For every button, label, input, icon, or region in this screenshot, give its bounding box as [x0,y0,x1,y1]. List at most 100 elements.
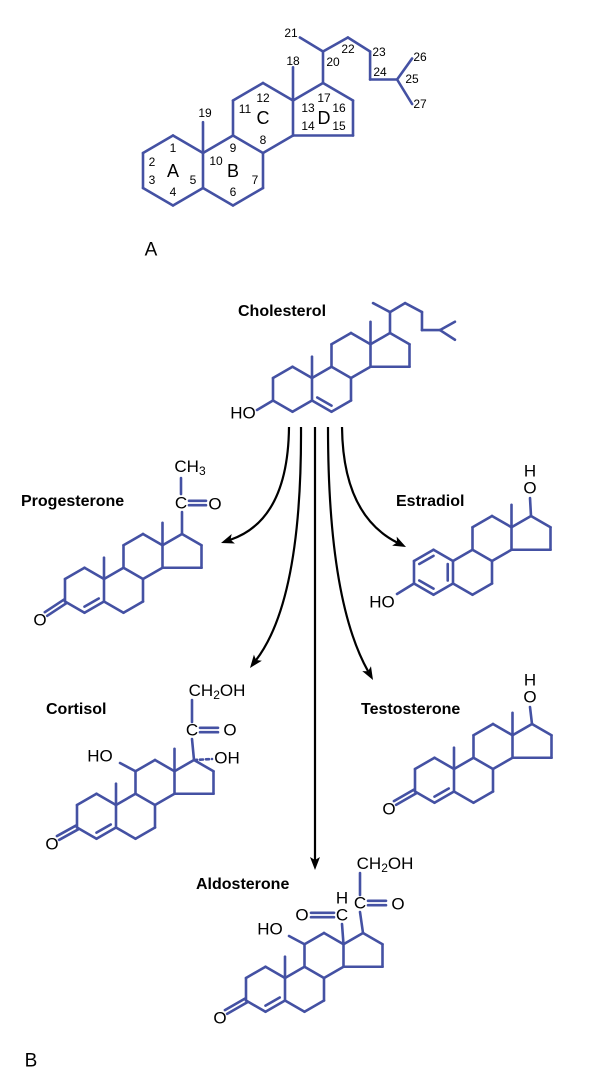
carbon-number: 9 [230,141,237,155]
hydroxyl-bond [287,934,306,946]
ring-bond [244,999,267,1014]
ring-label-d: D [318,108,331,128]
panel-label-b: B [25,1051,38,1072]
carbon-number: 7 [252,173,259,187]
panel-label-a: A [145,240,158,261]
ring-bond [291,81,325,102]
aldosterone-11-hydroxyl: HO [257,920,283,939]
aldosterone-ch2oh: CH2OH [357,854,414,876]
estradiol-h: H [524,462,536,481]
arrow-to-testosterone [326,426,370,672]
ring-bond [291,399,314,414]
ring-bond [349,331,372,346]
ring-bond [303,999,326,1014]
carbon-number: 16 [332,101,346,115]
ring-bond [141,186,175,207]
keto-bond [43,598,66,614]
hydroxyl-bond [528,705,534,726]
side-chain-bond [438,328,457,342]
ring-bond [141,134,175,155]
ring-bond [261,134,295,155]
ring-bond [75,792,98,807]
alpha-hydroxyl-bond [192,757,214,762]
ring-bond [369,331,392,346]
aldosterone-carbonyl-o: O [391,895,404,914]
side-chain-bond [395,57,414,81]
progesterone-name: Progesterone [21,493,124,510]
carbon-number: 24 [373,65,387,79]
side-chain-bond [321,36,350,53]
testosterone-h: H [524,671,536,690]
aldosterone-aldehyde-c: C [336,906,348,925]
ring-bond [491,756,514,771]
ring-bond [171,134,205,155]
arrows-layer [221,426,406,870]
carbon-number: 18 [286,54,300,68]
cortisol-keto-o: O [45,835,58,854]
ring-bond [134,792,157,807]
ring-bond [303,931,326,946]
ring-bond [472,756,495,771]
ring-bond [271,365,294,380]
carbon-number: 1 [170,141,177,155]
progesterone-methyl: CH3 [174,457,206,479]
ring-bond [451,548,474,563]
keto-bond [392,788,416,803]
ring-bond [231,186,265,207]
ring-bond [472,722,495,737]
ring-bond [231,134,265,155]
double-bond-inner [433,787,451,798]
ring-bond [452,756,475,771]
carbon-number: 22 [341,42,355,56]
carbonyl-bond [190,737,196,762]
ring-bond [264,999,287,1014]
ring-bond [63,566,86,581]
ring-bond [102,600,125,615]
ring-bond [114,792,137,807]
progesterone-carbonyl-c: C [175,494,187,513]
ring-bond [141,532,164,547]
ring-bond [201,134,235,155]
cholesterol-hydroxyl: HO [230,404,256,423]
side-chain-bond [388,301,407,314]
carbon-number: 14 [301,119,315,133]
panel-a-labels: 1 2 3 4 5 6 7 8 9 10 11 12 13 14 15 16 1… [145,26,427,261]
cholesterol-name: Cholesterol [238,303,326,320]
ring-bond [361,931,384,946]
arrow-to-progesterone [230,426,291,541]
carbon-number: 23 [372,45,386,59]
progesterone-carbonyl-o: O [208,495,221,514]
carbon-number: 8 [260,133,267,147]
double-bond-inner [264,996,282,1007]
hydroxyl-bond [118,761,137,773]
ring-label-b: B [227,161,239,181]
ring-bond [102,566,125,581]
ring-bond [322,931,345,946]
ring-bond [310,365,333,380]
ring-bond [510,514,533,529]
carbon-number: 15 [332,119,346,133]
hydroxyl-bond [528,496,533,518]
ring-bond [491,722,514,737]
carbon-number: 19 [198,106,212,120]
ring-bond [432,582,455,597]
ring-bond [452,790,475,805]
aldosterone-keto-o: O [213,1009,226,1028]
ring-bond [342,931,365,946]
panel-b-labels: B Cholesterol HO Progesterone CH3 C O O … [21,303,537,1072]
ring-bond [490,514,513,529]
arrow-to-estradiol [340,426,398,544]
ring-bond [244,965,267,980]
ring-bond [529,514,552,529]
ring-bond [490,548,513,563]
ring-bond [413,756,436,771]
hydroxyl-bond [395,582,416,596]
cortisol-17-hydroxyl: OH [214,749,240,768]
testosterone-name: Testosterone [361,701,460,718]
side-chain-bond [395,78,414,106]
keto-bond [223,997,247,1012]
ring-bond [122,532,145,547]
carbon-number: 21 [284,26,298,40]
carbon-number: 5 [190,173,197,187]
ring-bond [114,826,137,841]
